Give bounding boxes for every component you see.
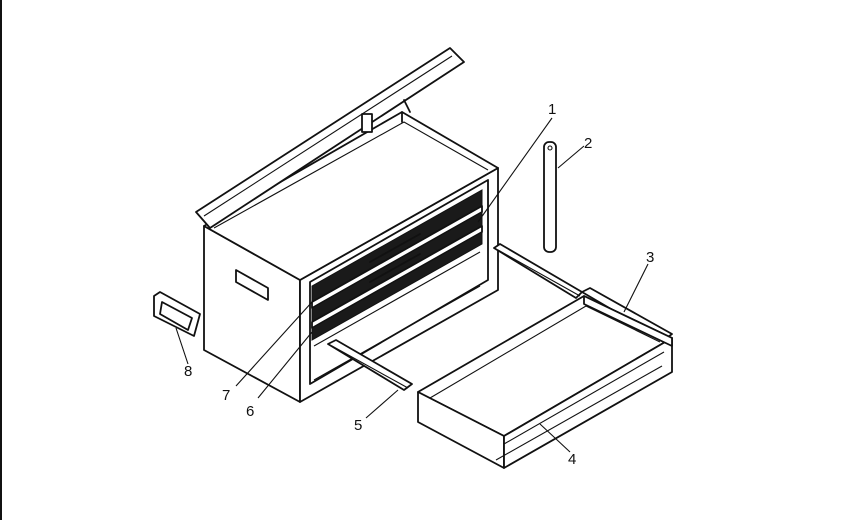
callout-6: 6 (246, 403, 254, 420)
callout-5: 5 (354, 417, 362, 434)
leader-lines (175, 117, 649, 453)
side-handle-slot (235, 269, 269, 301)
callout-3: 3 (646, 249, 654, 266)
page-border (0, 0, 2, 520)
lower-drawer-bay (313, 251, 481, 381)
removed-drawer (417, 295, 673, 469)
callout-7: 7 (222, 387, 230, 404)
callout-4: 4 (568, 451, 576, 468)
drawer-slide-left (327, 339, 413, 391)
callout-8: 8 (184, 363, 192, 380)
callout-2: 2 (584, 135, 592, 152)
lid-hasp (361, 113, 373, 133)
lid-support-rod (543, 141, 557, 253)
loose-handle-part (153, 291, 201, 337)
drawer-stack (311, 189, 483, 341)
callout-1: 1 (548, 101, 556, 118)
chest-lid (195, 47, 465, 229)
